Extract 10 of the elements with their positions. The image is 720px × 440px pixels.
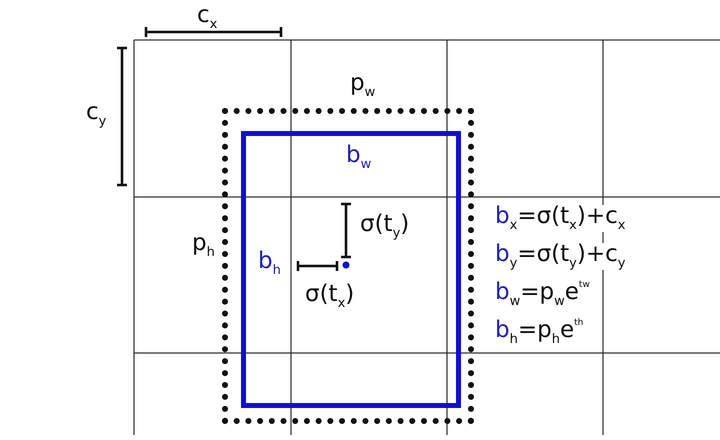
dimension-label: c$_{x}$ [197, 4, 218, 31]
dimension-label: σ(t$_{x}$) [305, 283, 354, 310]
dimension-label: σ(t$_{y}$) [360, 213, 410, 240]
box-label: b$_{w}$ [346, 144, 372, 171]
dimension-label: c$_{y}$ [86, 101, 106, 128]
box-label: b$_{h}$ [258, 250, 281, 277]
anchor-box [222, 108, 474, 424]
box-label: p$_{w}$ [350, 72, 376, 99]
predicted-box [241, 131, 461, 408]
box-label: p$_{h}$ [192, 232, 215, 259]
